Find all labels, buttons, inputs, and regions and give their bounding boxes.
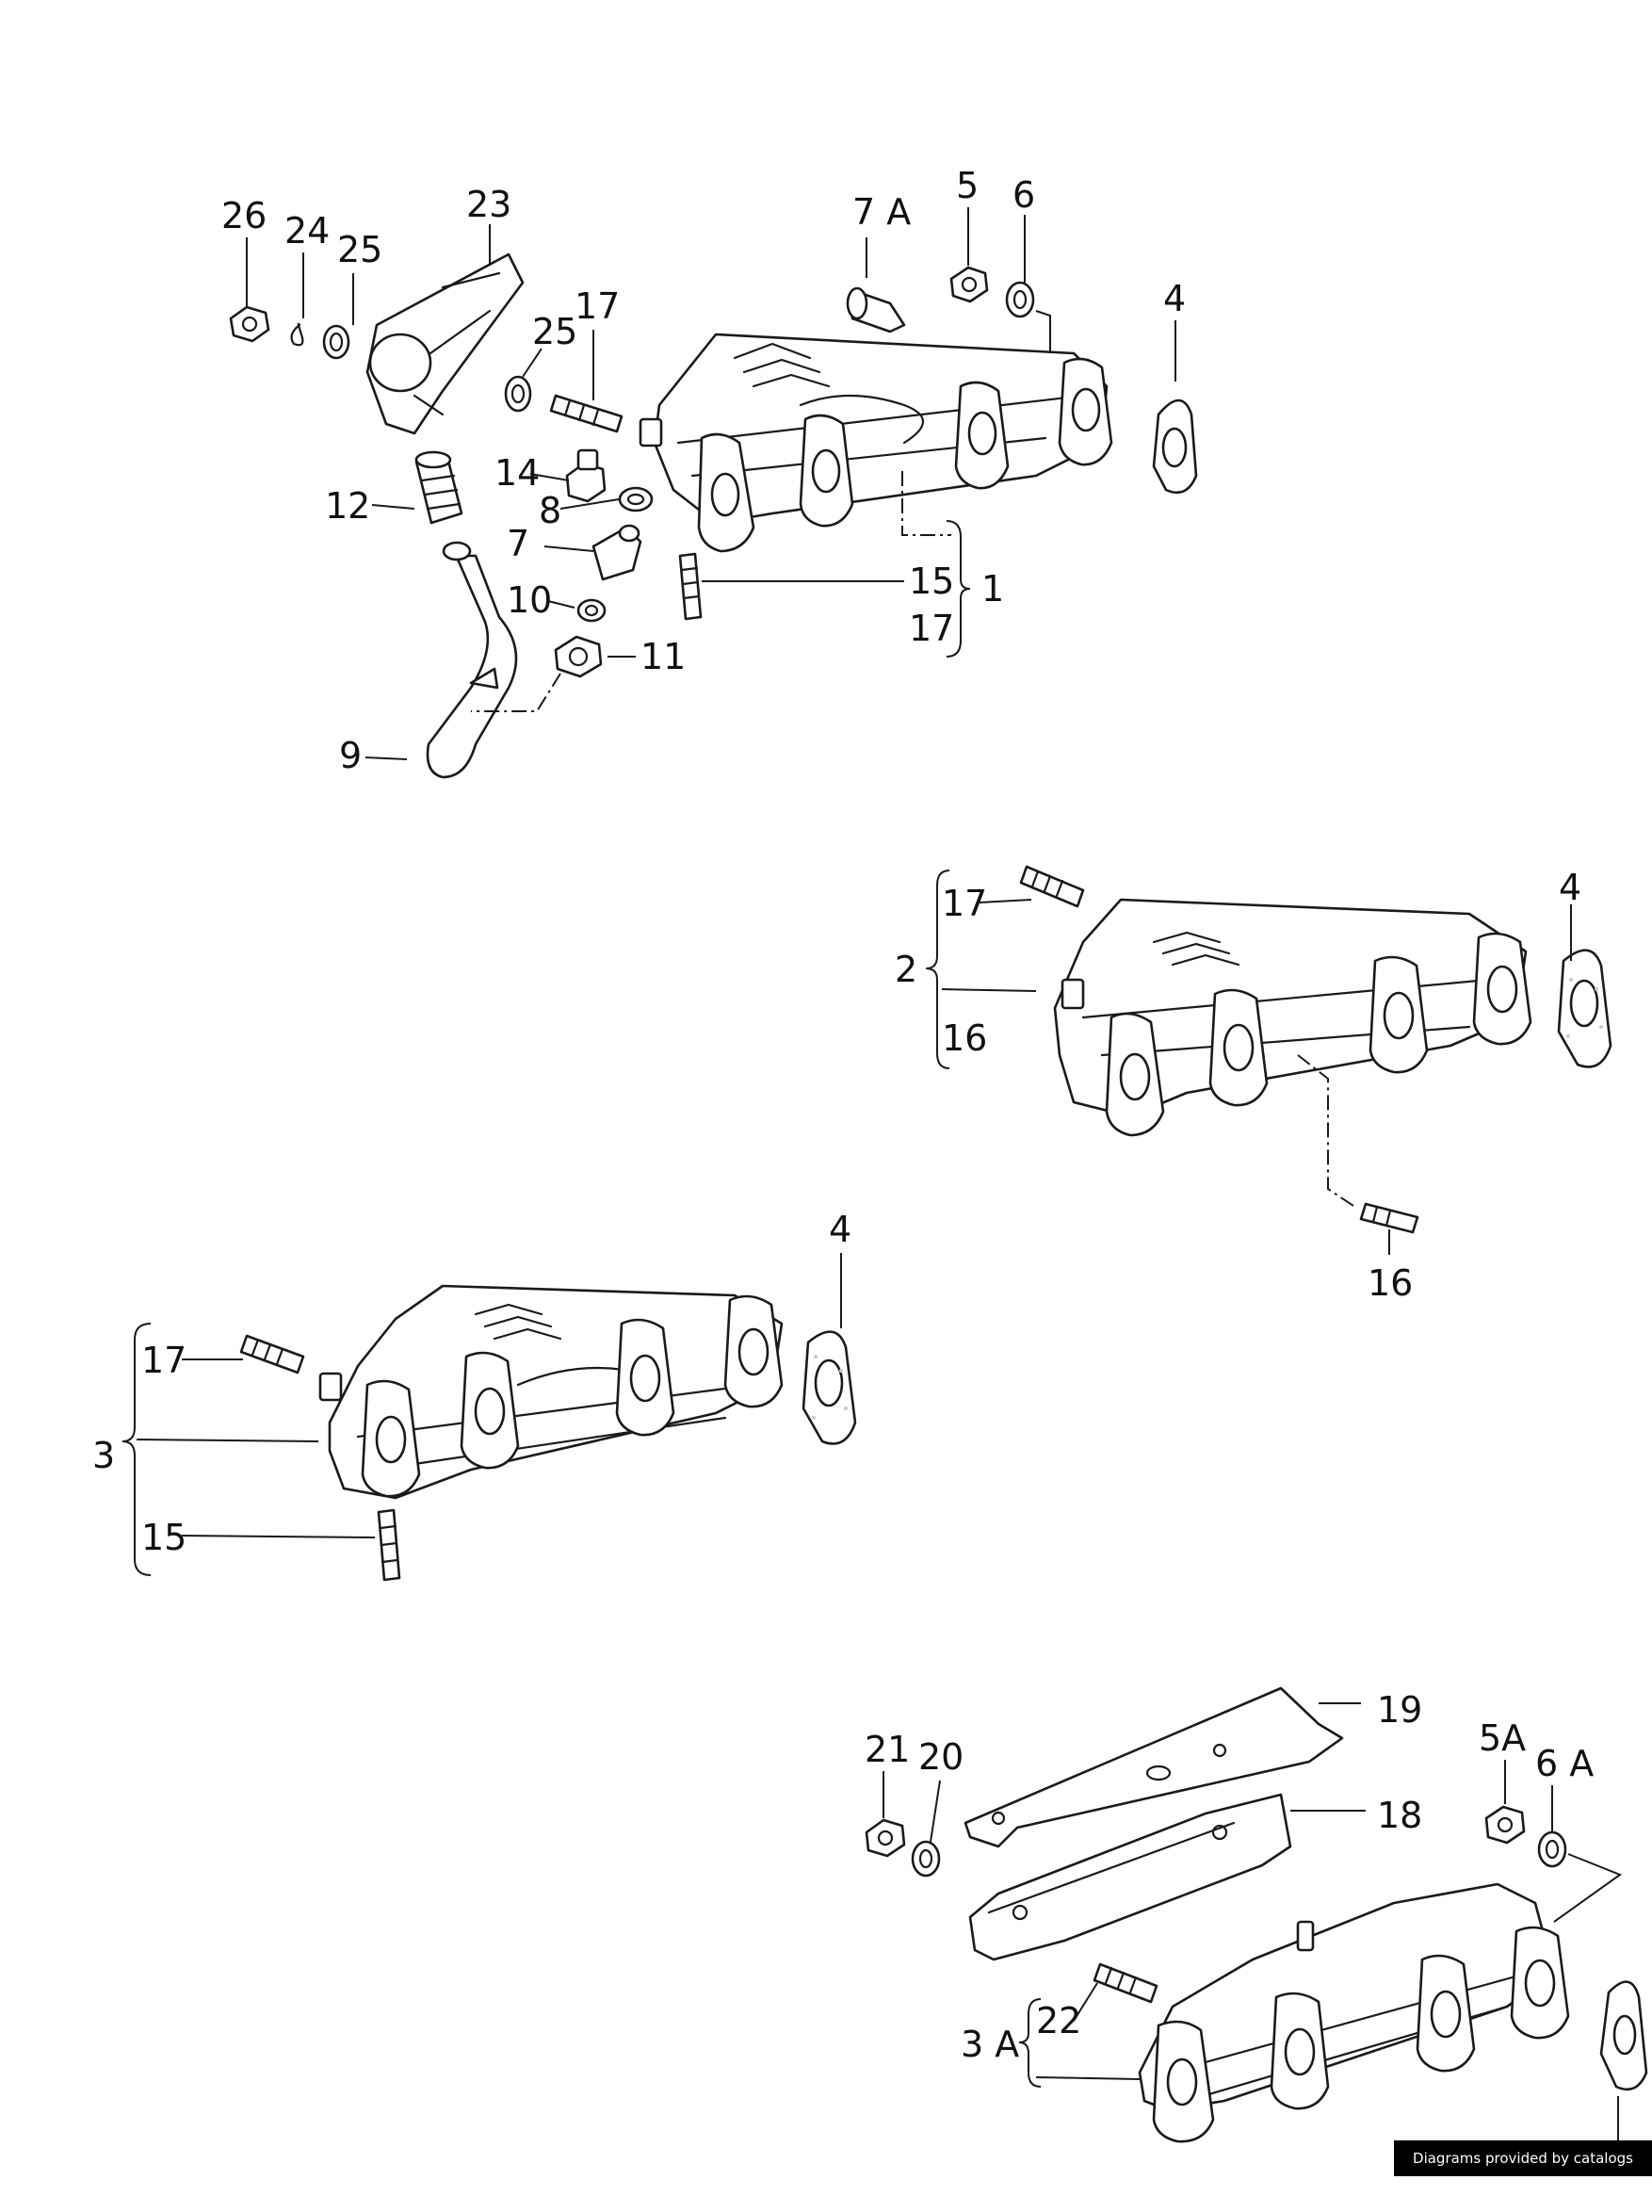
stud-16-group-2 (1359, 1202, 1419, 1234)
gasket-4-group-2 (1557, 949, 1612, 1068)
callout-17-a: 17 (575, 285, 620, 327)
callout-18: 18 (1377, 1795, 1422, 1836)
callout-16-b: 16 (1368, 1262, 1413, 1304)
callout-24: 24 (284, 210, 330, 252)
exhaust-manifold-2 (1053, 898, 1532, 1137)
callout-17-c: 17 (942, 883, 987, 924)
callout-11: 11 (640, 636, 686, 677)
callout-15-b: 15 (141, 1517, 186, 1558)
callout-17-b: 17 (909, 608, 954, 649)
stud-22 (1093, 1962, 1158, 2004)
callout-17-d: 17 (141, 1340, 186, 1381)
assembly-group-1 (229, 252, 1198, 779)
callout-20: 20 (918, 1736, 964, 1778)
filter-12 (414, 450, 463, 525)
nut-26 (229, 305, 270, 343)
exhaust-manifold-1 (639, 333, 1113, 553)
leader-lines (121, 207, 1623, 2140)
washer-10 (576, 598, 607, 623)
diagram-credit-banner: Diagrams provided by catalogs parts (1394, 2140, 1652, 2203)
callout-22: 22 (1036, 2000, 1081, 2041)
assembly-group-3 (239, 1284, 857, 1582)
callout-26: 26 (221, 195, 267, 236)
nut-5A (1484, 1805, 1526, 1845)
heat-shield-19 (964, 1686, 1344, 1848)
stud-17-top (549, 394, 624, 433)
callout-5: 5 (956, 165, 979, 206)
heat-shield-18 (968, 1793, 1292, 1961)
callout-4-c: 4 (829, 1209, 851, 1250)
callout-12: 12 (325, 485, 370, 527)
assembly-group-2 (1019, 865, 1612, 1234)
callout-4-a: 4 (1163, 278, 1186, 319)
nut-11 (554, 635, 603, 678)
washer-25-a (322, 324, 350, 360)
washer-6 (1005, 281, 1035, 318)
callout-9: 9 (339, 735, 362, 776)
exhaust-manifold-3 (318, 1284, 784, 1500)
callout-2: 2 (895, 949, 917, 990)
callout-23: 23 (466, 184, 511, 225)
callout-7: 7 (507, 523, 529, 564)
gasket-bottom-right (1599, 1980, 1648, 2091)
stud-15-group-3 (377, 1508, 401, 1582)
nut-21 (865, 1818, 906, 1858)
callout-15-a: 15 (909, 561, 954, 602)
washer-25-b (504, 375, 532, 413)
union-7 (591, 524, 642, 581)
callout-25-b: 25 (532, 311, 577, 352)
stud-15-top (678, 552, 703, 621)
callout-6A: 6 A (1535, 1743, 1594, 1784)
gasket-4-group-3 (802, 1330, 857, 1445)
callout-6: 6 (1012, 174, 1035, 216)
callout-labels: 26 24 25 23 25 17 7 A 5 6 4 14 12 8 7 10… (92, 165, 1594, 2065)
washer-6A (1537, 1830, 1567, 1868)
clip-24 (290, 322, 304, 347)
callout-3A: 3 A (961, 2024, 1019, 2065)
callout-8: 8 (539, 490, 561, 531)
stud-17-group-3 (239, 1334, 305, 1374)
fitting-7A (846, 286, 906, 333)
oil-pipe-9 (426, 541, 518, 779)
callout-25-a: 25 (337, 229, 382, 270)
callout-21: 21 (865, 1729, 910, 1770)
nut-5 (949, 266, 989, 303)
callout-1: 1 (981, 568, 1004, 610)
assembly-group-3A (865, 1686, 1648, 2143)
callout-16-a: 16 (942, 1017, 987, 1059)
callout-5A: 5A (1479, 1717, 1526, 1759)
callout-4-b: 4 (1559, 867, 1581, 908)
callout-7A: 7 A (852, 191, 911, 233)
gasket-4-top (1152, 398, 1198, 495)
callout-14: 14 (494, 452, 540, 494)
washer-8 (618, 486, 654, 512)
plug-14 (565, 448, 607, 503)
callout-3: 3 (92, 1435, 115, 1476)
callout-10: 10 (507, 579, 552, 621)
exhaust-manifold-3A (1138, 1882, 1570, 2143)
stud-17-group-2 (1019, 865, 1085, 908)
washer-20 (911, 1840, 941, 1878)
callout-19: 19 (1377, 1689, 1422, 1731)
bracket-23 (365, 252, 525, 435)
